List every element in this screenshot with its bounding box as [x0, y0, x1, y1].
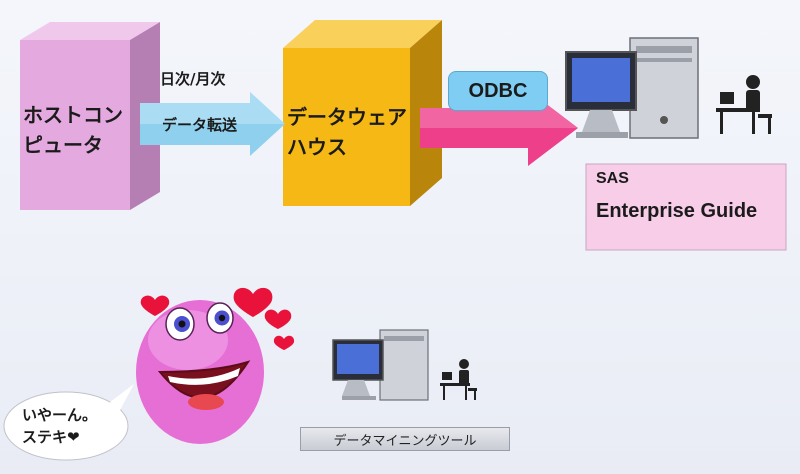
data-transfer-arrow: [140, 92, 285, 156]
speech-bubble-text: いやーん。 ステキ❤: [22, 404, 97, 448]
heart-icon: [273, 335, 295, 350]
heart-icon: [140, 295, 170, 316]
data-warehouse-box: [283, 20, 442, 206]
warehouse-label-line2: ハウス: [287, 135, 347, 159]
mining-tool-computer-icon: [332, 329, 429, 401]
love-smiley-face: [136, 300, 264, 444]
speech-bubble-line1: いやーん。: [22, 406, 98, 424]
mining-tool-button[interactable]: データマイニングツール: [300, 427, 510, 451]
host-computer-label-line1: ホストコン: [23, 103, 123, 127]
odbc-badge: ODBC: [448, 71, 548, 111]
host-computer-label-line2: ピュータ: [23, 133, 103, 157]
sas-label: SAS: [596, 170, 629, 187]
speech-bubble: [3, 384, 134, 461]
heart-icon: [264, 309, 292, 329]
mining-tool-label: データマイニングツール: [333, 433, 477, 449]
heart-icons: [140, 287, 295, 350]
analyst-user-icon: [440, 359, 477, 400]
host-computer-label: ホストコン ピュータ: [23, 100, 133, 160]
server-computer-icon: [565, 37, 699, 139]
host-computer-box: [20, 22, 160, 210]
sas-panel: [585, 163, 787, 251]
speech-bubble-line2: ステキ❤: [22, 428, 80, 446]
frequency-label: 日次/月次: [160, 70, 226, 88]
heart-icon: [233, 287, 273, 317]
sas-label-block: SAS Enterprise Guide: [596, 170, 786, 223]
user-at-desk-icon: [716, 75, 772, 134]
odbc-label: ODBC: [468, 79, 528, 102]
transfer-label: データ転送: [162, 116, 238, 134]
enterprise-guide-label: Enterprise Guide: [596, 200, 758, 222]
warehouse-label: データウェア ハウス: [287, 102, 417, 162]
warehouse-label-line1: データウェア: [287, 105, 407, 129]
